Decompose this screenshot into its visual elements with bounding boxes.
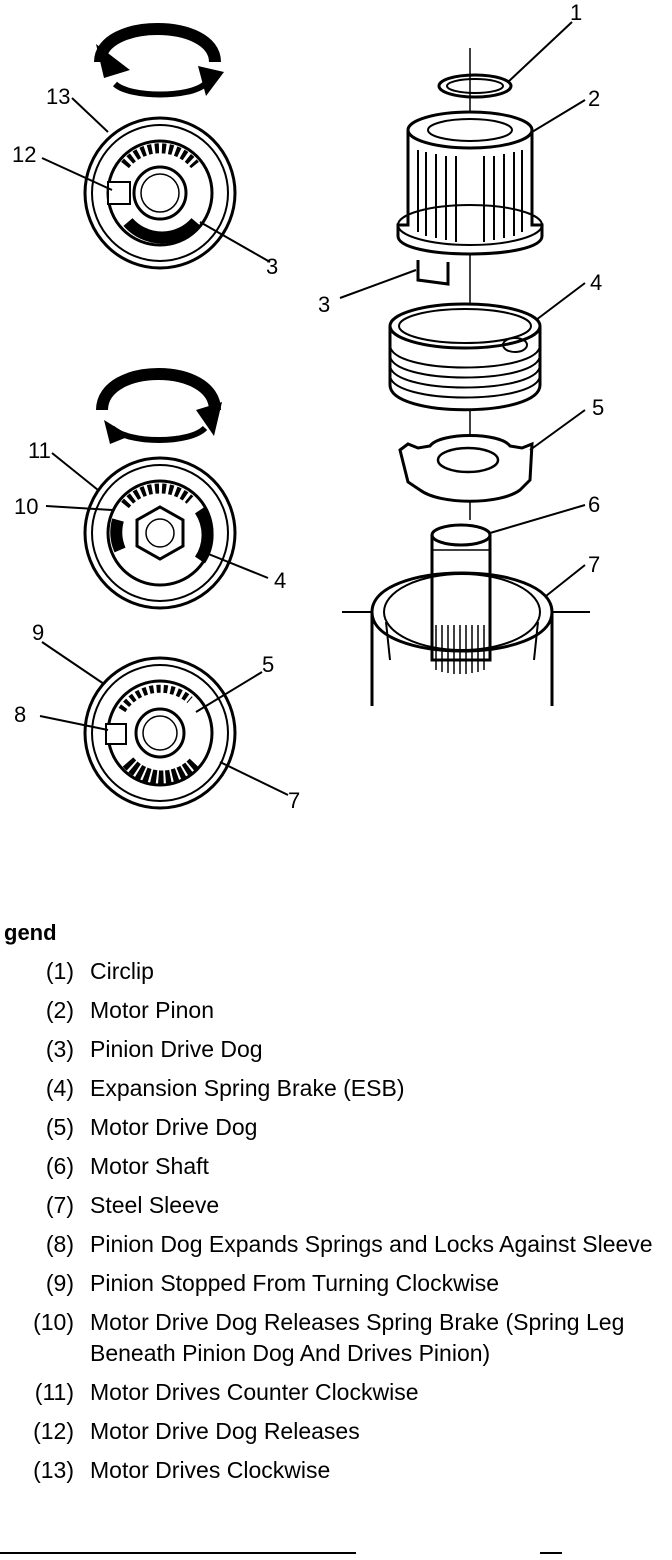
legend-item-text: Motor Drives Counter Clockwise xyxy=(90,1379,419,1405)
legend-item: (1) Circlip xyxy=(0,956,672,987)
clockwise-rotation-arrow-icon xyxy=(94,23,224,98)
legend-item-number: (5) xyxy=(45,1114,74,1140)
legend-item-text: Motor Drive Dog Releases Spring Brake (S… xyxy=(90,1309,625,1366)
legend-item: (3) Pinion Drive Dog xyxy=(0,1034,672,1065)
legend-item-text: Circlip xyxy=(90,958,154,984)
legend-item: (10) Motor Drive Dog Releases Spring Brak… xyxy=(0,1307,672,1369)
callout-5-left: 5 xyxy=(262,652,274,677)
callout-9: 9 xyxy=(32,620,44,645)
legend-title: gend xyxy=(4,920,57,945)
callout-7-left: 7 xyxy=(288,788,300,813)
legend-item: (2) Motor Pinon xyxy=(0,995,672,1026)
middle-view-counter-clockwise xyxy=(83,456,237,610)
legend-item-text: Pinion Dog Expands Springs and Locks Aga… xyxy=(90,1231,653,1257)
callout-13: 13 xyxy=(46,84,70,109)
legend-item-text: Pinion Stopped From Turning Clockwise xyxy=(90,1270,500,1296)
callout-7-right: 7 xyxy=(588,552,600,577)
legend-item-number: (9) xyxy=(45,1270,74,1296)
legend-item-number: (13) xyxy=(33,1457,74,1483)
legend-item-text: Pinion Drive Dog xyxy=(90,1036,263,1062)
legend-item-text: Motor Pinon xyxy=(90,997,215,1023)
motor-shaft-part xyxy=(430,523,492,674)
motor-drive-dog-part xyxy=(398,434,534,503)
legend-item: (5) Motor Drive Dog xyxy=(0,1112,672,1143)
callout-8: 8 xyxy=(14,702,26,727)
legend-item-number: (7) xyxy=(45,1192,74,1218)
exploded-diagram: 1 2 3 4 5 6 7 13 12 3 11 10 4 9 8 5 7 xyxy=(12,0,604,813)
footer-rule-short xyxy=(540,1552,562,1554)
legend-item: (13) Motor Drives Clockwise xyxy=(0,1455,672,1486)
legend-item-number: (2) xyxy=(45,997,74,1023)
legend-item: (9) Pinion Stopped From Turning Clockwise xyxy=(0,1268,672,1299)
legend-item: (4) Expansion Spring Brake (ESB) xyxy=(0,1073,672,1104)
bottom-view-locked xyxy=(83,656,237,810)
callout-10: 10 xyxy=(14,494,38,519)
callout-5-right: 5 xyxy=(592,395,604,420)
counter-clockwise-rotation-arrow-icon xyxy=(96,368,222,444)
legend-item-number: (4) xyxy=(45,1075,74,1101)
legend-item-text: Steel Sleeve xyxy=(90,1192,220,1218)
circlip-part xyxy=(437,73,513,99)
legend-item: (6) Motor Shaft xyxy=(0,1151,672,1182)
legend-item-text: Motor Shaft xyxy=(90,1153,209,1179)
legend-item-text: Motor Drives Clockwise xyxy=(90,1457,331,1483)
callout-11: 11 xyxy=(28,438,51,463)
legend-item-number: (1) xyxy=(45,958,74,984)
legend-item: (8) Pinion Dog Expands Springs and Locks … xyxy=(0,1229,672,1260)
legend-item: (7) Steel Sleeve xyxy=(0,1190,672,1221)
callout-2: 2 xyxy=(588,86,600,111)
legend-item: (11) Motor Drives Counter Clockwise xyxy=(0,1377,672,1408)
callout-3-left: 3 xyxy=(266,254,278,279)
steel-sleeve-part xyxy=(342,571,590,706)
legend-item-number: (3) xyxy=(45,1036,74,1062)
footer-rule xyxy=(0,1552,356,1554)
legend-item-number: (8) xyxy=(45,1231,74,1257)
motor-pinion-part xyxy=(396,110,544,286)
expansion-spring-brake-part xyxy=(388,302,542,412)
legend-item-number: (6) xyxy=(45,1153,74,1179)
callout-1: 1 xyxy=(570,0,582,25)
legend-item: (12) Motor Drive Dog Releases xyxy=(0,1416,672,1447)
top-view-clockwise xyxy=(83,116,237,270)
legend-item-text: Motor Drive Dog xyxy=(90,1114,258,1140)
leader-lines xyxy=(39,21,586,796)
legend-list: (1) Circlip (2) Motor Pinon (3) Pinion Drive … xyxy=(0,956,672,1494)
legend-item-text: Expansion Spring Brake (ESB) xyxy=(90,1075,405,1101)
legend-item-text: Motor Drive Dog Releases xyxy=(90,1418,360,1444)
callout-3-right: 3 xyxy=(318,292,330,317)
callout-6: 6 xyxy=(588,492,600,517)
legend-item-number: (10) xyxy=(33,1309,74,1335)
callout-12: 12 xyxy=(12,142,36,167)
callout-4-right: 4 xyxy=(590,270,602,295)
legend-item-number: (12) xyxy=(33,1418,74,1444)
callout-4-left: 4 xyxy=(274,568,286,593)
legend-item-number: (11) xyxy=(34,1379,74,1405)
